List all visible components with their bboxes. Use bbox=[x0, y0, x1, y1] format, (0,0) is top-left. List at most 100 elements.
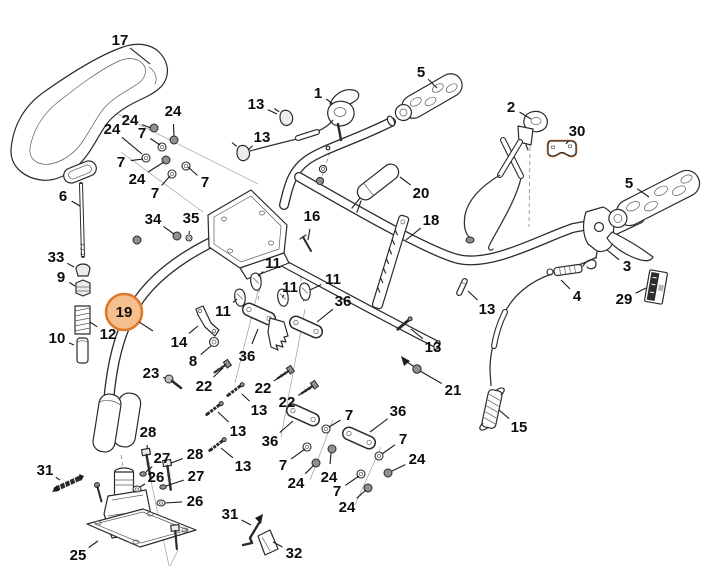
part-label-35[interactable]: 35 bbox=[183, 210, 200, 227]
mounting-plate bbox=[207, 189, 290, 280]
leader-line-24 bbox=[304, 464, 315, 475]
leader-line-18 bbox=[405, 227, 422, 241]
part-label-7[interactable]: 7 bbox=[333, 483, 341, 500]
part-label-24[interactable]: 24 bbox=[321, 469, 338, 486]
part-label-10[interactable]: 10 bbox=[49, 330, 66, 347]
part-label-8[interactable]: 8 bbox=[189, 353, 197, 370]
part-label-7[interactable]: 7 bbox=[138, 125, 146, 142]
part-label-21[interactable]: 21 bbox=[445, 382, 462, 399]
part-label-24[interactable]: 24 bbox=[129, 171, 146, 188]
part-label-7[interactable]: 7 bbox=[345, 407, 353, 424]
part-label-7[interactable]: 7 bbox=[151, 185, 159, 202]
part-label-13[interactable]: 13 bbox=[248, 96, 265, 113]
bolt-part-23 bbox=[164, 374, 183, 390]
part-label-27[interactable]: 27 bbox=[188, 468, 205, 485]
leader-line-5 bbox=[636, 188, 650, 198]
part-label-19[interactable]: 19 bbox=[116, 304, 133, 321]
throttle-fasteners bbox=[315, 164, 328, 186]
part-label-1[interactable]: 1 bbox=[314, 85, 322, 102]
part-label-36[interactable]: 36 bbox=[262, 433, 279, 450]
leader-line-24 bbox=[391, 464, 406, 472]
highlight-circle-part-19[interactable] bbox=[104, 292, 154, 332]
part-label-24[interactable]: 24 bbox=[288, 475, 305, 492]
leader-line-13 bbox=[410, 328, 424, 340]
part-label-12[interactable]: 12 bbox=[100, 326, 117, 343]
part-label-15[interactable]: 15 bbox=[511, 419, 528, 436]
part-label-11[interactable]: 11 bbox=[325, 271, 341, 288]
part-label-32[interactable]: 32 bbox=[286, 545, 303, 562]
part-label-26[interactable]: 26 bbox=[148, 469, 165, 486]
part-label-11[interactable]: 11 bbox=[265, 255, 281, 272]
part-label-3[interactable]: 3 bbox=[623, 258, 631, 275]
leader-line-13 bbox=[467, 290, 478, 301]
part-label-16[interactable]: 16 bbox=[304, 208, 321, 225]
part-label-33[interactable]: 33 bbox=[48, 249, 65, 266]
highlight-circle[interactable] bbox=[104, 292, 144, 332]
part-label-7[interactable]: 7 bbox=[279, 457, 287, 474]
part-label-24[interactable]: 24 bbox=[165, 103, 182, 120]
part-label-24[interactable]: 24 bbox=[409, 451, 426, 468]
leader-line-24 bbox=[356, 489, 367, 499]
part-label-26[interactable]: 26 bbox=[187, 493, 204, 510]
part-label-30[interactable]: 30 bbox=[569, 123, 586, 140]
part-label-36[interactable]: 36 bbox=[239, 348, 256, 365]
leader-line-22 bbox=[273, 372, 287, 382]
leader-line-21 bbox=[419, 370, 442, 384]
tension-spring-part-15 bbox=[479, 387, 505, 431]
part-label-11[interactable]: 11 bbox=[215, 303, 231, 320]
leader-line-22 bbox=[297, 387, 312, 396]
leader-line-36 bbox=[316, 308, 334, 323]
leader-line-33 bbox=[67, 262, 75, 268]
part-label-24[interactable]: 24 bbox=[122, 112, 139, 129]
part-label-5[interactable]: 5 bbox=[417, 64, 425, 81]
leader-line-15 bbox=[498, 409, 510, 420]
part-label-25[interactable]: 25 bbox=[70, 547, 87, 564]
part-label-22[interactable]: 22 bbox=[196, 378, 213, 395]
part-label-13[interactable]: 13 bbox=[251, 402, 268, 419]
part-label-36[interactable]: 36 bbox=[390, 403, 407, 420]
bolt-parts-28 bbox=[94, 447, 180, 551]
part-label-14[interactable]: 14 bbox=[171, 334, 188, 351]
part-label-11[interactable]: 11 bbox=[282, 279, 298, 296]
leader-line-26 bbox=[164, 501, 183, 504]
part-label-13[interactable]: 13 bbox=[479, 301, 496, 318]
part-label-22[interactable]: 22 bbox=[255, 380, 272, 397]
part-label-24[interactable]: 24 bbox=[104, 121, 121, 138]
part-label-36[interactable]: 36 bbox=[335, 293, 352, 310]
leader-line-31 bbox=[55, 476, 61, 481]
part-label-34[interactable]: 34 bbox=[145, 211, 162, 228]
part-label-6[interactable]: 6 bbox=[59, 188, 67, 205]
part-label-28[interactable]: 28 bbox=[187, 446, 204, 463]
part-label-2[interactable]: 2 bbox=[507, 99, 515, 116]
part-label-5[interactable]: 5 bbox=[625, 175, 633, 192]
interlock-cables bbox=[463, 137, 524, 251]
part-label-27[interactable]: 27 bbox=[154, 450, 171, 467]
leader-line-9 bbox=[69, 281, 76, 287]
part-label-20[interactable]: 20 bbox=[413, 185, 430, 202]
part-label-13[interactable]: 13 bbox=[235, 458, 252, 475]
part-label-13[interactable]: 13 bbox=[425, 339, 442, 356]
part-label-7[interactable]: 7 bbox=[201, 174, 209, 191]
part-label-23[interactable]: 23 bbox=[143, 365, 160, 382]
leader-line-13 bbox=[241, 393, 250, 402]
leader-line-25 bbox=[88, 540, 99, 548]
part-label-7[interactable]: 7 bbox=[117, 154, 125, 171]
part-label-4[interactable]: 4 bbox=[573, 288, 582, 305]
part-label-24[interactable]: 24 bbox=[339, 499, 356, 516]
part-label-7[interactable]: 7 bbox=[399, 431, 407, 448]
part-label-31[interactable]: 31 bbox=[222, 506, 239, 523]
part-label-9[interactable]: 9 bbox=[57, 269, 65, 286]
cable-end-part-13-b bbox=[231, 142, 251, 162]
leader-line-34 bbox=[163, 226, 175, 235]
pin-part-16 bbox=[299, 234, 312, 252]
part-label-31[interactable]: 31 bbox=[37, 462, 54, 479]
part-label-13[interactable]: 13 bbox=[230, 423, 247, 440]
part-label-29[interactable]: 29 bbox=[616, 291, 633, 308]
part-label-17[interactable]: 17 bbox=[112, 32, 129, 49]
part-label-18[interactable]: 18 bbox=[423, 212, 440, 229]
part-label-28[interactable]: 28 bbox=[140, 424, 157, 441]
part-label-22[interactable]: 22 bbox=[279, 394, 296, 411]
part-label-13[interactable]: 13 bbox=[254, 129, 271, 146]
highlighted-part-30[interactable] bbox=[546, 139, 578, 158]
